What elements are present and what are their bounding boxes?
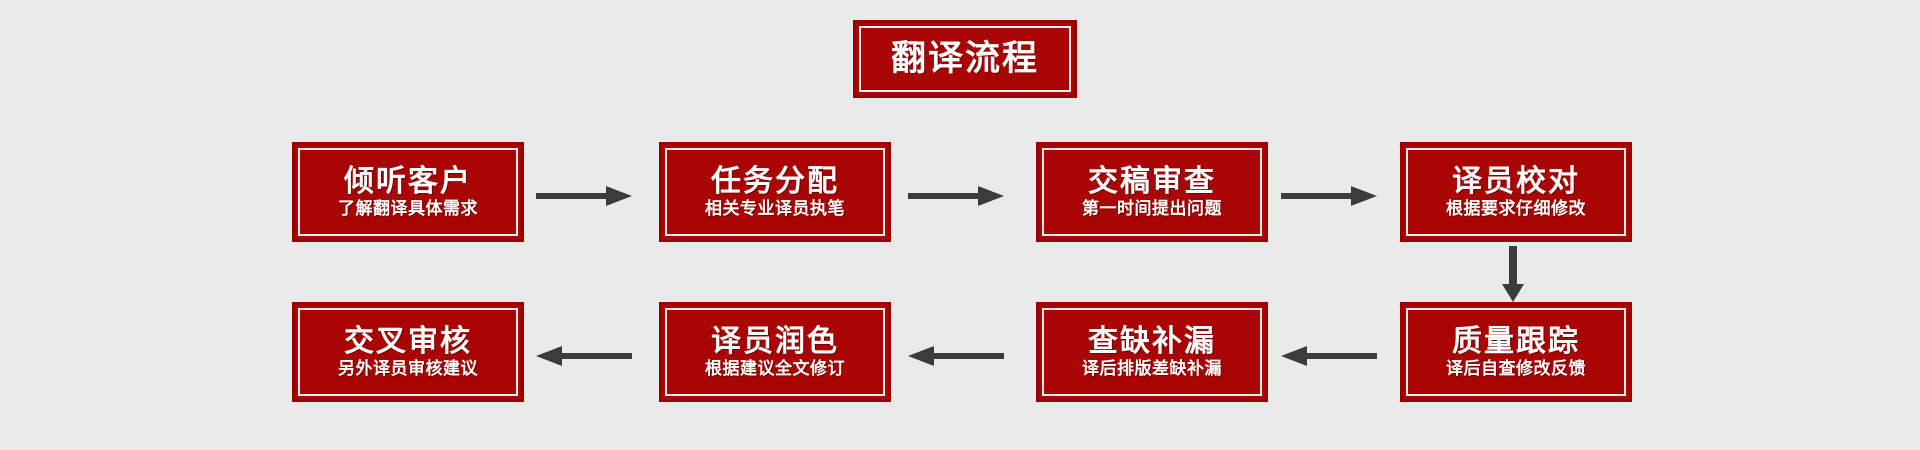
step-node-2: 任务分配 相关专业译员执笔 bbox=[659, 142, 891, 242]
step-node-1: 倾听客户 了解翻译具体需求 bbox=[292, 142, 524, 242]
step-6-inner-frame: 查缺补漏 译后排版差缺补漏 bbox=[1042, 308, 1262, 396]
page-title: 翻译流程 bbox=[890, 38, 1039, 79]
step-7-subtitle: 根据建议全文修订 bbox=[705, 359, 845, 380]
arrow-step1-to-step2 bbox=[536, 183, 632, 209]
step-2-inner-frame: 任务分配 相关专业译员执笔 bbox=[665, 148, 885, 236]
step-2-heading: 任务分配 bbox=[711, 164, 839, 200]
step-6-subtitle: 译后排版差缺补漏 bbox=[1082, 359, 1222, 380]
step-node-6: 查缺补漏 译后排版差缺补漏 bbox=[1036, 302, 1268, 402]
step-4-inner-frame: 译员校对 根据要求仔细修改 bbox=[1406, 148, 1626, 236]
step-node-4: 译员校对 根据要求仔细修改 bbox=[1400, 142, 1632, 242]
step-3-heading: 交稿审查 bbox=[1088, 164, 1216, 200]
flowchart-title-box: 翻译流程 bbox=[853, 20, 1077, 98]
step-8-heading: 交叉审核 bbox=[344, 324, 472, 360]
step-1-subtitle: 了解翻译具体需求 bbox=[338, 199, 478, 220]
arrow-step6-to-step7 bbox=[908, 343, 1004, 369]
arrow-step3-to-step4 bbox=[1281, 183, 1377, 209]
step-node-3: 交稿审查 第一时间提出问题 bbox=[1036, 142, 1268, 242]
step-5-subtitle: 译后自查修改反馈 bbox=[1446, 359, 1586, 380]
step-3-subtitle: 第一时间提出问题 bbox=[1082, 199, 1222, 220]
step-6-heading: 查缺补漏 bbox=[1088, 324, 1216, 360]
arrow-step4-to-step5 bbox=[1500, 246, 1526, 302]
step-1-inner-frame: 倾听客户 了解翻译具体需求 bbox=[298, 148, 518, 236]
step-4-subtitle: 根据要求仔细修改 bbox=[1446, 199, 1586, 220]
step-8-inner-frame: 交叉审核 另外译员审核建议 bbox=[298, 308, 518, 396]
step-node-5: 质量跟踪 译后自查修改反馈 bbox=[1400, 302, 1632, 402]
step-4-heading: 译员校对 bbox=[1452, 164, 1580, 200]
step-node-8: 交叉审核 另外译员审核建议 bbox=[292, 302, 524, 402]
arrow-step7-to-step8 bbox=[536, 343, 632, 369]
step-7-inner-frame: 译员润色 根据建议全文修订 bbox=[665, 308, 885, 396]
arrow-step5-to-step6 bbox=[1281, 343, 1377, 369]
step-1-heading: 倾听客户 bbox=[344, 164, 472, 200]
title-inner-frame: 翻译流程 bbox=[859, 26, 1071, 92]
step-node-7: 译员润色 根据建议全文修订 bbox=[659, 302, 891, 402]
step-7-heading: 译员润色 bbox=[711, 324, 839, 360]
step-8-subtitle: 另外译员审核建议 bbox=[338, 359, 478, 380]
arrow-step2-to-step3 bbox=[908, 183, 1004, 209]
step-2-subtitle: 相关专业译员执笔 bbox=[705, 199, 845, 220]
step-3-inner-frame: 交稿审查 第一时间提出问题 bbox=[1042, 148, 1262, 236]
step-5-heading: 质量跟踪 bbox=[1452, 324, 1580, 360]
step-5-inner-frame: 质量跟踪 译后自查修改反馈 bbox=[1406, 308, 1626, 396]
